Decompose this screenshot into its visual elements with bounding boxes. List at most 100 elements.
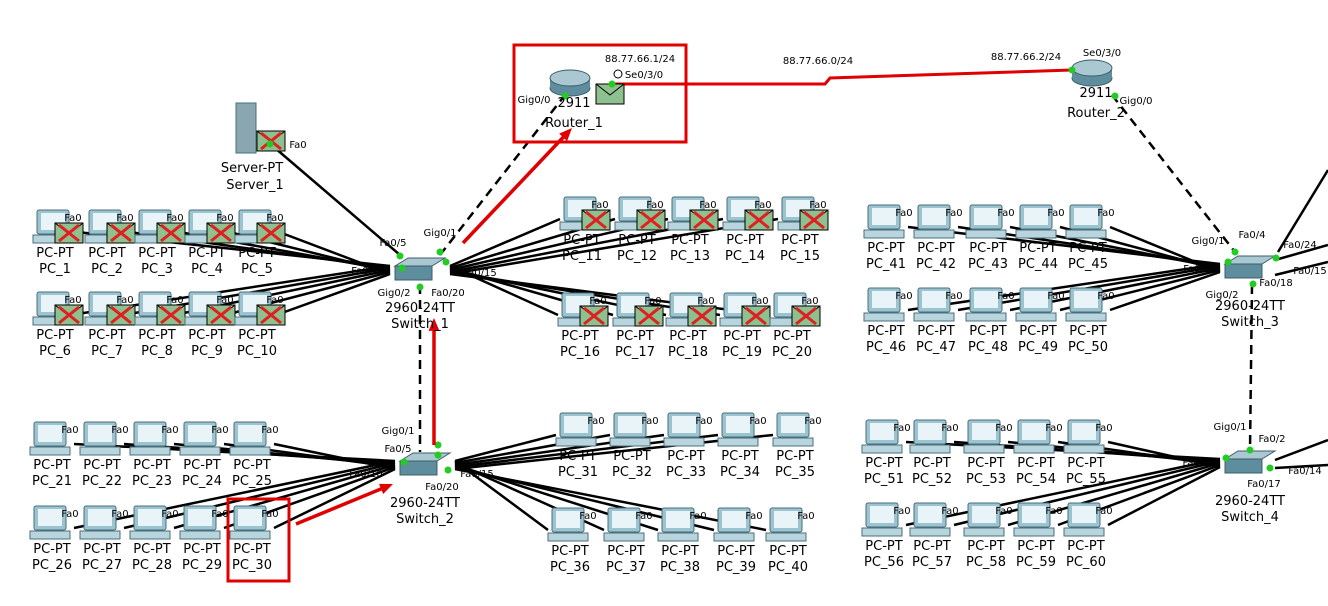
switch-device[interactable] (1223, 255, 1277, 279)
pc-switch-link[interactable] (1107, 465, 1221, 527)
switch3-offscreen-link[interactable] (1276, 169, 1328, 253)
server-switch1-link[interactable] (267, 141, 401, 256)
pc-device[interactable] (772, 412, 814, 447)
pc-device[interactable] (713, 507, 755, 542)
pc-device[interactable] (909, 419, 951, 454)
pc-device[interactable] (129, 421, 171, 456)
router2-switch3-link[interactable] (1111, 94, 1236, 253)
pdu-envelope-icon[interactable] (687, 305, 717, 327)
pc-device[interactable] (79, 505, 121, 540)
pc-port-label: Fa0 (1097, 208, 1114, 219)
pc-device[interactable] (555, 412, 597, 447)
switch-device[interactable] (398, 452, 452, 476)
pc-device[interactable] (1013, 502, 1055, 537)
pdu-envelope-icon[interactable] (54, 222, 84, 244)
pc-screen (922, 291, 946, 308)
pc-device[interactable] (229, 421, 271, 456)
pdu-envelope-icon[interactable] (206, 304, 236, 326)
switch-model-label: 2960-24TT (385, 301, 455, 316)
pc-device[interactable] (129, 505, 171, 540)
pc-device[interactable] (663, 412, 705, 447)
pdu-envelope-icon[interactable] (634, 305, 664, 327)
pc-device[interactable] (913, 287, 955, 322)
pdu-envelope-icon[interactable] (581, 209, 611, 231)
pdu-envelope-icon[interactable] (595, 83, 625, 105)
pdu-envelope-icon[interactable] (579, 305, 609, 327)
pc-device[interactable] (179, 505, 221, 540)
pdu-envelope-icon[interactable] (689, 209, 719, 231)
pdu-envelope-icon[interactable] (744, 209, 774, 231)
pc-device[interactable] (179, 421, 221, 456)
pc-switch-link[interactable] (454, 433, 557, 463)
pc-device[interactable] (1013, 419, 1055, 454)
pc-type-label: PC-PT (133, 542, 170, 557)
pc-switch-link[interactable] (73, 459, 396, 530)
pdu-envelope-icon[interactable] (741, 305, 771, 327)
pc-device[interactable] (1063, 419, 1105, 454)
pc-device[interactable] (863, 287, 905, 322)
switch3-offscreen-link[interactable] (1274, 243, 1328, 262)
pdu-envelope-icon[interactable] (636, 209, 666, 231)
pc-switch-link[interactable] (1109, 225, 1221, 274)
pc-device[interactable] (1065, 204, 1107, 239)
switch1-router1-link[interactable] (439, 94, 566, 256)
switch4-offscreen-link[interactable] (1274, 438, 1328, 462)
pc-device[interactable] (603, 507, 645, 542)
pc-device[interactable] (79, 421, 121, 456)
pc-device[interactable] (229, 505, 271, 540)
pc-device[interactable] (863, 204, 905, 239)
pc-device[interactable] (1065, 287, 1107, 322)
pc-device[interactable] (909, 502, 951, 537)
pdu-envelope-icon[interactable] (256, 304, 286, 326)
pc-device[interactable] (765, 507, 807, 542)
router-device[interactable] (549, 69, 591, 97)
pc-device[interactable] (657, 507, 699, 542)
pc-switch-link[interactable] (278, 272, 391, 316)
pc-switch-link[interactable] (907, 262, 1221, 312)
pc-device[interactable] (963, 502, 1005, 537)
pc-device[interactable] (963, 419, 1005, 454)
pc-device[interactable] (861, 419, 903, 454)
pc-device[interactable] (1015, 287, 1057, 322)
pc-device[interactable] (717, 412, 759, 447)
pc-device[interactable] (913, 204, 955, 239)
pc-switch-link[interactable] (454, 467, 767, 532)
pdu-envelope-icon[interactable] (106, 222, 136, 244)
pc-device[interactable] (861, 502, 903, 537)
pdu-envelope-icon[interactable] (54, 304, 84, 326)
pdu-envelope-icon[interactable] (256, 222, 286, 244)
pc-type-label: PC-PT (865, 456, 902, 471)
pc-device[interactable] (1063, 502, 1105, 537)
pdu-envelope-icon[interactable] (156, 222, 186, 244)
pdu-envelope-icon[interactable] (791, 305, 821, 327)
pc-device[interactable] (965, 287, 1007, 322)
switch4-offscreen-link[interactable] (1274, 463, 1328, 470)
server-device[interactable] (235, 102, 257, 154)
pc-device[interactable] (29, 505, 71, 540)
pc-device[interactable] (609, 412, 651, 447)
pc-switch-link[interactable] (905, 457, 1221, 527)
pc-keyboard-icon (129, 446, 171, 456)
pc-device[interactable] (1015, 204, 1057, 239)
pc-switch-link[interactable] (123, 461, 396, 530)
pc-switch-link[interactable] (1109, 270, 1221, 312)
pc-switch-link[interactable] (449, 217, 561, 268)
switch-device[interactable] (1223, 450, 1277, 474)
pc-switch-link[interactable] (273, 467, 396, 530)
pc-type-label: PC-PT (188, 246, 225, 261)
pdu-envelope-icon[interactable] (799, 209, 829, 231)
pc-device[interactable] (29, 421, 71, 456)
pc-switch-link[interactable] (278, 230, 391, 276)
pdu-envelope-icon[interactable] (156, 304, 186, 326)
switch3-switch4-link[interactable] (1248, 284, 1254, 451)
pc-device[interactable] (547, 507, 589, 542)
switch-port-label: Fa0/20 (431, 288, 464, 299)
serial-wan-link[interactable] (612, 68, 1073, 86)
switch3-offscreen-link[interactable] (1274, 260, 1328, 277)
pdu-envelope-icon[interactable] (206, 222, 236, 244)
pc-switch-link[interactable] (449, 272, 771, 317)
pdu-envelope-icon[interactable] (106, 304, 136, 326)
pc-device[interactable] (965, 204, 1007, 239)
router-device[interactable] (1071, 59, 1113, 87)
